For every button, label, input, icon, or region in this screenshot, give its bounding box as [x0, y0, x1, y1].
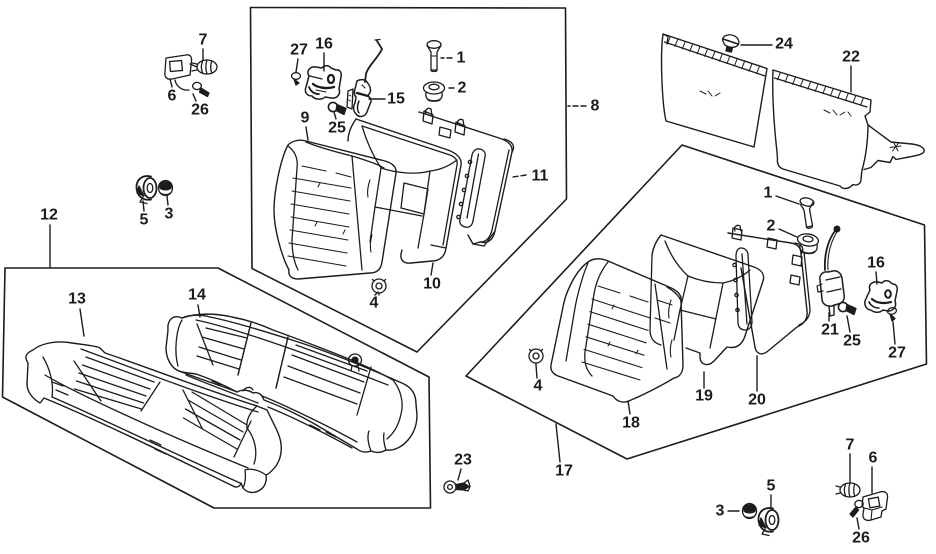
part-2-grommet-center [422, 81, 446, 102]
part-3-grommet-left [157, 179, 174, 197]
callout-label-24-20: 24 [775, 36, 793, 53]
callout-label-18-30: 18 [622, 415, 640, 432]
callout-leader-27-27 [892, 321, 896, 345]
part-25-bolt-right [837, 301, 857, 316]
callout-label-6-34: 6 [869, 450, 878, 467]
callout-label-9-13: 9 [301, 110, 310, 127]
callout-leader-4-19 [374, 291, 379, 296]
callout-leader-17-32 [555, 423, 561, 463]
callout-label-6-1: 6 [168, 88, 177, 105]
part-27-screw-center [290, 71, 302, 86]
callout-label-7-33: 7 [846, 437, 855, 454]
part-4-nut-right [528, 348, 544, 366]
callout-label-27-27: 27 [888, 345, 906, 362]
part-1-bolt-right [799, 197, 815, 229]
callout-label-12-5: 12 [40, 207, 58, 224]
callout-leader-18-30 [627, 400, 631, 415]
callout-label-16-10: 16 [315, 36, 333, 53]
part-19-seat-pad-right [649, 234, 765, 366]
callout-label-20-29: 20 [748, 392, 766, 409]
part-7-clip-top [191, 59, 218, 75]
callout-label-1-22: 1 [764, 185, 773, 202]
part-4-nut-center [371, 278, 387, 296]
section-box-center [249, 6, 568, 353]
callout-leader-27-9 [295, 58, 299, 73]
callout-label-5-36: 5 [767, 478, 776, 495]
callout-leader-26-2 [192, 93, 197, 102]
callout-label-3-4: 3 [165, 206, 174, 223]
callout-label-26-35: 26 [852, 530, 870, 547]
part-7-clip-bottom [835, 482, 861, 498]
callout-leader-9-13 [305, 126, 309, 141]
section-box-cushion [1, 267, 432, 509]
part-6-bracket-bottom [861, 490, 889, 522]
callout-label-19-28: 19 [695, 388, 713, 405]
callout-label-7-0: 7 [199, 32, 208, 49]
part-11-back-board [418, 107, 515, 247]
callout-label-3-37: 3 [716, 503, 725, 520]
callout-label-10-18: 10 [423, 276, 441, 293]
callout-leader-10-18 [430, 262, 434, 276]
callout-leader-6-1 [169, 78, 173, 88]
part-9-seat-back [273, 139, 397, 280]
part-1-bolt-center [426, 40, 442, 73]
callout-label-13-6: 13 [68, 291, 86, 308]
part-16-lock-right [864, 280, 898, 313]
part-20-back-board-right [727, 224, 811, 355]
callout-leader-14-7 [197, 304, 201, 318]
part-25-bolt-center [327, 101, 347, 116]
callout-leader-3-4 [166, 195, 169, 206]
callout-label-2-23: 2 [767, 218, 776, 235]
part-14-seat-cushion-cover [165, 313, 418, 454]
part-26-screw-top [191, 81, 210, 98]
part-18-seat-back [550, 258, 684, 403]
callout-label-4-31: 4 [534, 378, 543, 395]
callout-label-11-17: 11 [532, 168, 549, 185]
part-5-bushing-left [135, 175, 158, 205]
callout-leader-23-8 [457, 468, 462, 481]
part-24-clip [721, 34, 740, 53]
callout-leader-4-31 [535, 364, 538, 379]
callout-label-27-9: 27 [290, 42, 308, 59]
part-13-seat-cushion [25, 341, 282, 494]
part-5-bushing-bottom [757, 507, 780, 537]
part-23-screw [443, 479, 471, 494]
callout-label-8-16: 8 [591, 98, 600, 115]
callout-label-21-25: 21 [821, 322, 839, 339]
part-21-latch-right [816, 225, 845, 317]
part-22-shelf-panels [660, 33, 925, 190]
callout-leader-2-23 [778, 228, 798, 238]
callout-label-14-7: 14 [188, 287, 206, 304]
part-27-screw-right [886, 307, 898, 322]
callout-label-15-11: 15 [387, 91, 405, 108]
callout-label-2-15: 2 [458, 80, 467, 97]
callout-leader-16-24 [875, 271, 878, 285]
callout-leader-1-22 [775, 195, 800, 205]
callout-leader-25-12 [333, 111, 337, 120]
section-box-right [465, 144, 928, 460]
callout-label-26-2: 26 [191, 102, 209, 119]
callout-leader-5-3 [142, 200, 145, 212]
part-3-grommet-bottom [741, 502, 758, 520]
callout-label-25-12: 25 [328, 120, 346, 137]
callout-label-25-26: 25 [843, 333, 861, 350]
part-16-lock-center [304, 65, 342, 100]
callout-label-17-32: 17 [555, 463, 573, 480]
callout-label-16-24: 16 [867, 255, 885, 272]
callout-leader-26-35 [856, 517, 860, 530]
callout-leader-25-26 [846, 315, 851, 333]
part-10-seat-back-pad [347, 118, 462, 264]
part-26-screw-bottom [849, 499, 864, 518]
part-6-bracket-top [164, 54, 198, 91]
part-15-latch-rod [346, 38, 383, 118]
callout-label-1-14: 1 [457, 50, 466, 67]
callout-label-23-8: 23 [454, 452, 472, 469]
callout-leader-13-6 [79, 308, 85, 337]
callout-label-5-3: 5 [140, 212, 149, 229]
callout-label-22-21: 22 [842, 49, 860, 66]
callout-label-4-19: 4 [370, 295, 379, 312]
callout-leader-11-17 [512, 174, 527, 178]
